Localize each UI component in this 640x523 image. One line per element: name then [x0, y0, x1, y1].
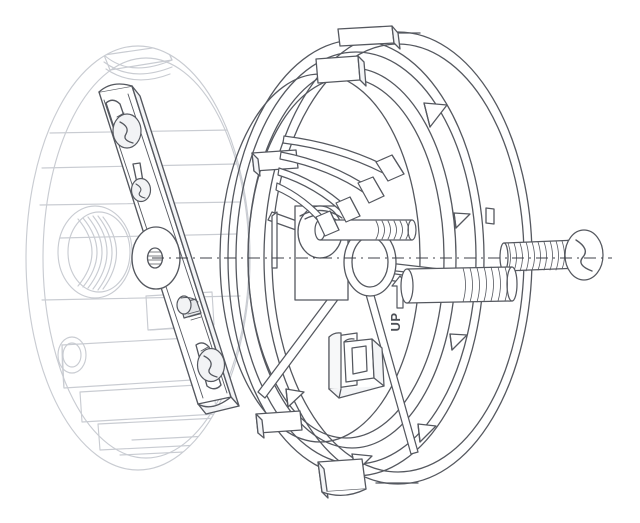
screw-lower-top — [180, 297, 199, 303]
top-clamp-arc-2 — [103, 61, 173, 75]
screw-hatch-l3 — [190, 316, 202, 321]
collar-thread-6 — [102, 216, 118, 290]
sleeve-threads — [462, 266, 508, 303]
spring-arm-4-tip-fold — [329, 210, 340, 231]
clip-bottom-edge — [338, 388, 342, 399]
ring-retention-tab-1-fold — [423, 102, 431, 128]
sleeve-body — [406, 266, 513, 304]
ring-retention-tab-4-fold — [417, 423, 421, 443]
ring-retention-tab-6-fold — [285, 388, 289, 408]
top-clamp-arc-1 — [103, 54, 173, 69]
strap-screw-top — [112, 112, 142, 149]
ring-notch-right — [485, 207, 495, 225]
top-clamp-arc-3 — [105, 68, 171, 81]
spoke-left-vertical — [271, 211, 278, 269]
strap-bottom-round — [197, 396, 232, 408]
spring-arm-2-tip-fold — [372, 176, 385, 197]
strap-top-round — [98, 83, 133, 93]
collar-thread-2 — [82, 217, 98, 288]
collar-thread-4 — [92, 215, 108, 290]
ring-retention-tab-3-fold — [449, 333, 453, 351]
mounting-ring — [219, 25, 533, 499]
ring-tab-bottom-round — [321, 488, 367, 496]
hub-collar-arch — [299, 209, 343, 219]
clip-front-fold — [343, 338, 355, 343]
screw-hatch-l2 — [188, 313, 201, 318]
screw-hatch-l1 — [187, 310, 200, 315]
ring-tab-left-lower-side — [255, 413, 265, 439]
spring-arms — [275, 135, 405, 237]
clip-window — [351, 345, 368, 375]
up-label: UP — [388, 312, 403, 331]
screw-drive-slot — [575, 239, 593, 272]
mounting-strap — [98, 83, 240, 415]
collar-thread-3 — [87, 216, 103, 289]
screw-slot-top — [119, 121, 134, 144]
standoff-sleeve — [400, 266, 518, 304]
hub-post-threads — [375, 220, 409, 240]
ring-tab-bottom-side — [317, 461, 329, 499]
ring-tab-top-a — [337, 25, 395, 47]
internal-rib-4 — [41, 295, 241, 301]
hub-post-tip — [407, 219, 417, 241]
strap-screw-bottom — [196, 346, 226, 383]
sleeve-end — [506, 266, 518, 302]
knockout-collar-inner — [67, 211, 131, 293]
strap-screw-lower — [176, 295, 202, 321]
strap-screw-mid — [130, 177, 152, 203]
strap-screws — [112, 112, 226, 383]
collar-thread-5 — [97, 215, 113, 291]
hub-keyhole — [351, 236, 389, 288]
ring-tab-top-b-side — [357, 55, 367, 87]
clip-back-fold — [328, 332, 342, 391]
screw-head-lower — [176, 295, 192, 315]
lower-knockout-inner — [62, 342, 82, 368]
lower-knockout-outer — [57, 336, 87, 374]
screw-highlight-top — [116, 112, 125, 118]
ring-tab-top-a-side — [391, 25, 401, 50]
hub-post — [314, 219, 417, 241]
ring-tab-left-side — [251, 152, 261, 177]
screw-slot-mid — [135, 183, 146, 199]
collar-thread-1 — [77, 218, 93, 287]
assembly-screw — [499, 229, 604, 281]
lower-conduit-left — [61, 344, 65, 389]
spring-arm-3-tip-fold — [349, 196, 361, 217]
sleeve-flange — [400, 268, 414, 304]
screw-highlight-bottom — [200, 346, 209, 352]
spring-arm-1-tip-fold — [391, 154, 405, 175]
screw-slot-bottom — [203, 355, 218, 378]
ring-retention-tab-2-fold — [453, 212, 457, 229]
spring-clip — [328, 332, 385, 399]
ring-tab-top-b — [315, 55, 361, 84]
